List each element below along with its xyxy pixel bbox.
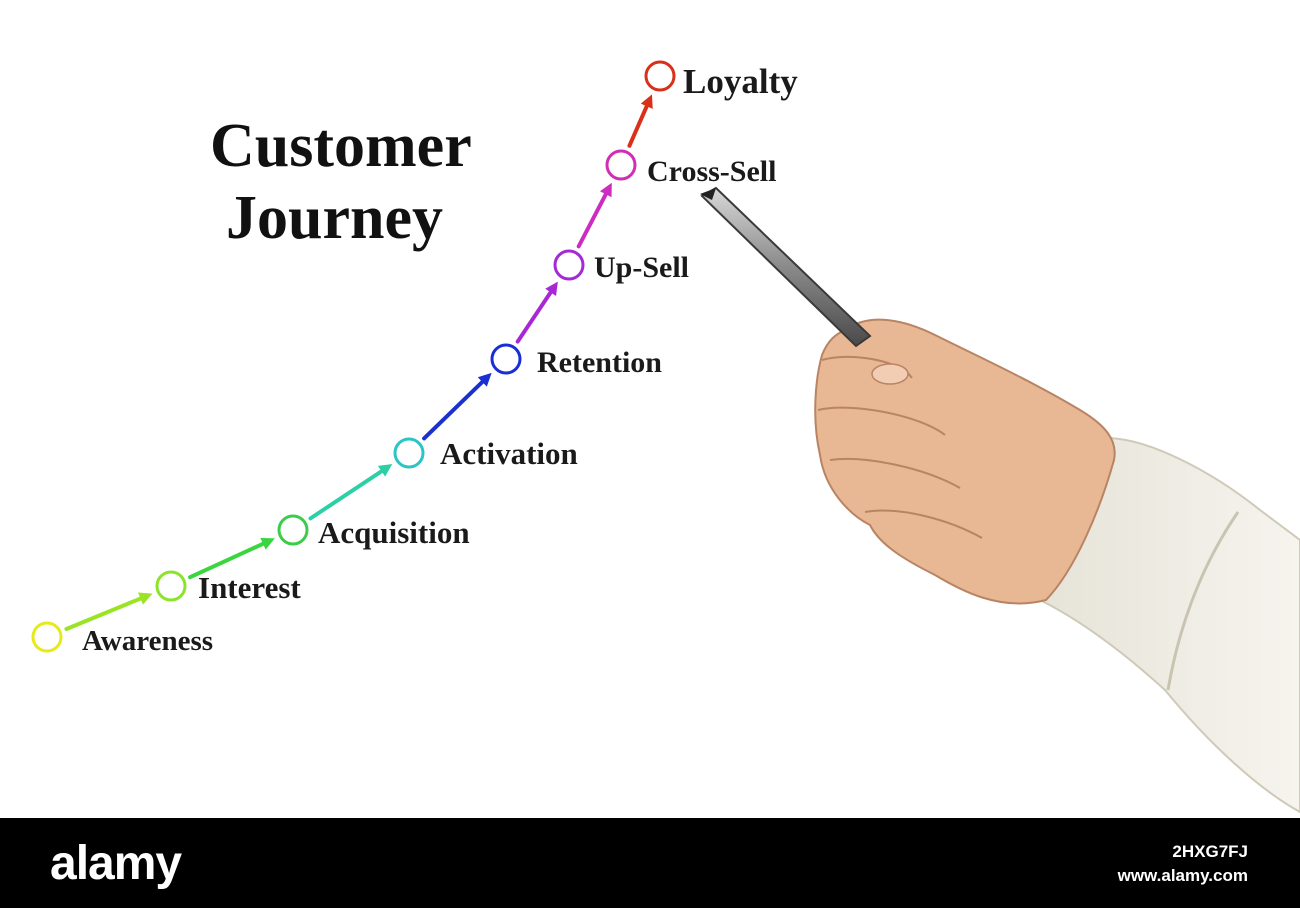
stage-label-acquisition: Acquisition — [318, 515, 470, 550]
connectors — [64, 94, 653, 632]
stage-label-interest: Interest — [198, 570, 301, 605]
stage-node-up-sell — [553, 249, 585, 281]
stage-node-interest — [155, 570, 187, 602]
pen — [700, 186, 872, 348]
stage-label-loyalty: Loyalty — [683, 62, 798, 101]
title-line-1: Customer — [210, 112, 472, 180]
stage-node-activation — [393, 437, 425, 469]
thumbnail — [871, 363, 909, 385]
stage-node-acquisition — [277, 514, 309, 546]
finger-crease-3 — [829, 457, 961, 489]
stages: Awareness Interest Acquisition Activation Re… — [31, 60, 798, 657]
connector-arrow — [308, 464, 393, 521]
image-id: 2HXG7FJ — [1172, 842, 1248, 861]
connector-arrow — [627, 94, 653, 148]
stage-node-cross-sell — [605, 149, 637, 181]
stage-label-awareness: Awareness — [82, 625, 213, 657]
connector-arrow — [576, 182, 612, 249]
sleeve-fold — [1166, 511, 1240, 691]
stage-node-retention — [490, 343, 522, 375]
connector-arrow — [64, 592, 153, 632]
finger-crease-4 — [864, 509, 983, 539]
stage-node-loyalty — [644, 60, 676, 92]
customer-journey-diagram: Customer Journey Awareness Interest Acquis… — [31, 60, 1300, 814]
stage-label-up-sell: Up-Sell — [594, 251, 689, 284]
diagram-area: Customer Journey Awareness Interest Acquis… — [31, 60, 1300, 814]
finger-crease-2 — [817, 406, 946, 436]
stage-label-retention: Retention — [537, 346, 662, 379]
stage-node-awareness — [31, 621, 63, 653]
alamy-logo: alamy — [50, 837, 182, 890]
title-line-2: Journey — [226, 184, 443, 252]
footer-bar: alamy 2HXG7FJ www.alamy.com — [0, 818, 1300, 908]
connector-arrow — [422, 372, 492, 441]
hand — [814, 318, 1116, 605]
stage-label-cross-sell: Cross-Sell — [647, 155, 776, 188]
hand-with-pen-illustration — [700, 186, 1300, 814]
connector-arrow — [515, 281, 558, 344]
brand-url: www.alamy.com — [1117, 866, 1248, 885]
connector-arrow — [188, 537, 275, 580]
stage-label-activation: Activation — [440, 436, 578, 471]
